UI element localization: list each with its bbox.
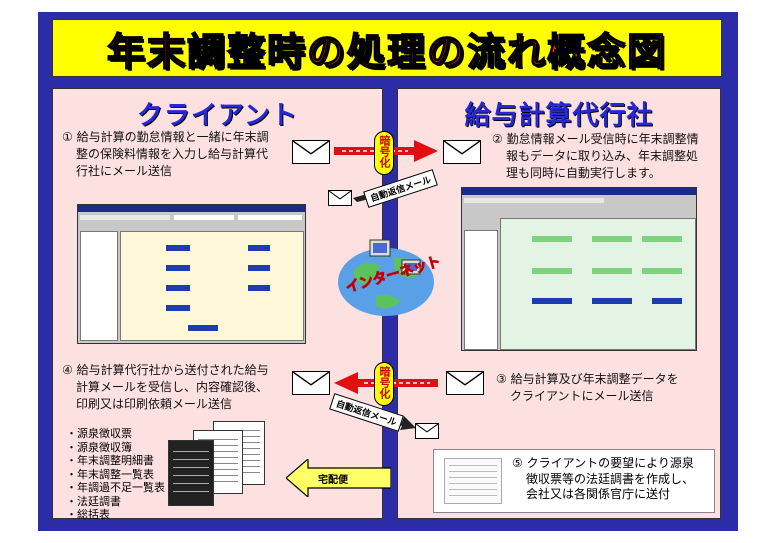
step-2-line: ② 勤怠情報メール受信時に年末調整情 (492, 132, 699, 146)
courier-arrow-icon (286, 459, 391, 497)
envelope-icon (415, 423, 439, 439)
step-1-line: 行社にメール送信 (76, 164, 173, 178)
step-2-line: 理も同時に自動実行します。 (506, 166, 661, 180)
agency-software-screenshot (461, 187, 697, 351)
list-item: ・年末調整明細書 (66, 454, 154, 467)
title-banner: 年末調整時の処理の流れ概念図 (52, 19, 722, 77)
list-item: ・法廷調書 (66, 494, 121, 508)
step-4-line: 印刷又は印刷依頼メール送信 (76, 397, 233, 411)
document-list: ・源泉徴収票 ・源泉徴収簿 ・年末調整明細書 ・年末調整一覧表 ・年調過不足一覧… (66, 427, 165, 522)
step-4-line: ④ 給与計算代行社から送付された給与 (62, 363, 269, 377)
step-5-line: 会社又は各関係官庁に送付 (526, 487, 671, 501)
step-3-text: ③ 給与計算及び年末調整データを クライアントにメール送信 (496, 371, 679, 405)
encrypt-tag: 暗号化 (374, 362, 394, 406)
envelope-icon (443, 140, 481, 164)
form-document-icon (444, 458, 502, 504)
step-5-box: ⑤ クライアントの要望により源泉 徴収票等の法廷調書を作成し、 会社又は各関係官… (433, 449, 715, 513)
envelope-icon (328, 190, 352, 206)
step-3-line: ③ 給与計算及び年末調整データを (496, 372, 679, 386)
list-item: ・年末調整一覧表 (66, 467, 154, 481)
client-heading: クライアント (137, 101, 298, 131)
list-item: ・総括表 (66, 508, 110, 521)
encrypt-tag: 暗号化 (374, 131, 394, 175)
step-5-text: ⑤ クライアントの要望により源泉 徴収票等の法廷調書を作成し、 会社又は各関係官… (512, 456, 694, 503)
client-software-screenshot (77, 204, 306, 344)
encrypt-label: 暗号化 (378, 135, 391, 168)
list-item: ・源泉徴収簿 (66, 440, 132, 454)
globe-icon (338, 239, 434, 316)
step-4-text: ④ 給与計算代行社から送付された給与 計算メールを受信し、内容確認後、 印刷又は… (62, 362, 269, 413)
list-item: ・源泉徴収票 (66, 427, 132, 440)
step-4-line: 計算メールを受信し、内容確認後、 (76, 380, 269, 394)
agency-heading: 給与計算代行社 (464, 101, 654, 131)
step-1-text: ① 給与計算の勤怠情報と一緒に年末調 整の保険料情報を入力し給与計算代 行社にメ… (62, 129, 269, 180)
courier-label: 宅配便 (318, 475, 348, 486)
list-item: ・年調過不足一覧表 (66, 481, 165, 494)
envelope-icon (292, 140, 330, 164)
step-1-line: ① 給与計算の勤怠情報と一緒に年末調 (62, 130, 269, 144)
step-1-line: 整の保険料情報を入力し給与計算代 (76, 147, 269, 161)
page-title: 年末調整時の処理の流れ概念図 (106, 29, 667, 75)
encrypt-label: 暗号化 (378, 366, 391, 399)
envelope-icon (446, 371, 484, 395)
envelope-icon (292, 371, 330, 395)
step-3-line: クライアントにメール送信 (510, 389, 654, 403)
printed-document-icon (168, 440, 214, 506)
step-2-line: 報もデータに取り込み、年末調整処 (506, 149, 699, 163)
step-2-text: ② 勤怠情報メール受信時に年末調整情 報もデータに取り込み、年末調整処 理も同時… (492, 131, 699, 182)
step-5-line: 徴収票等の法廷調書を作成し、 (526, 471, 695, 486)
step-5-line: ⑤ クライアントの要望により源泉 (512, 456, 694, 470)
